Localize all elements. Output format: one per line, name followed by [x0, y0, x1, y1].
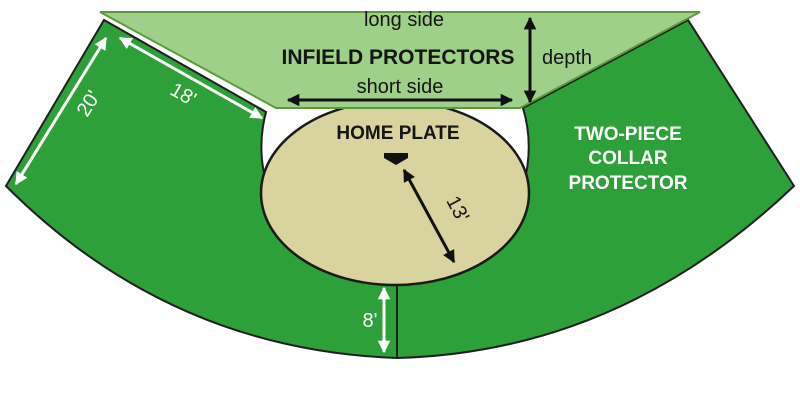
short-side-label: short side — [357, 76, 444, 98]
radius-arrow — [402, 168, 456, 264]
home-plate-icon — [384, 153, 408, 165]
infield-protectors-label: INFIELD PROTECTORS — [282, 46, 515, 69]
long-side-label: long side — [364, 9, 444, 31]
depth-label: depth — [542, 47, 592, 69]
infield-edge-arrow — [118, 36, 264, 120]
home-plate-label: HOME PLATE — [336, 123, 459, 144]
collar-depth-dimension: 8' — [363, 310, 378, 332]
collar-label-line1: TWO-PIECE — [574, 124, 682, 145]
collar-label-line2: COLLAR — [588, 148, 667, 169]
collar-label-line3: PROTECTOR — [569, 173, 688, 194]
collar-side-arrow — [14, 36, 108, 186]
